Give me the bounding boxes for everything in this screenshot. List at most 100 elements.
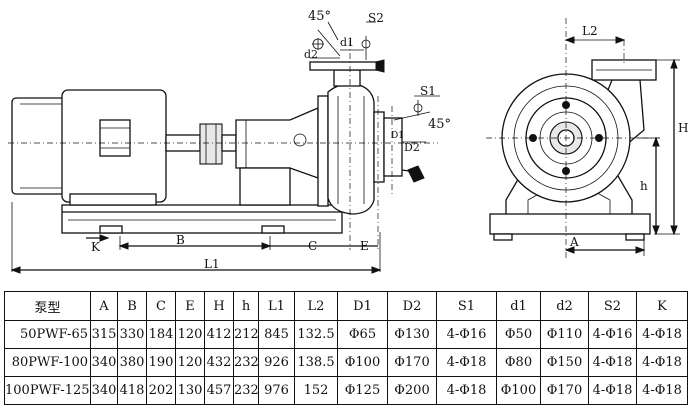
label-s1: S1 [420,84,436,98]
table-cell: 380 [117,348,147,377]
table-row: 50PWF-65 315 330 184 120 412 212 845 132… [4,320,688,349]
table-cell: 120 [175,348,205,377]
spec-table: 泵型 A B C E H h L1 L2 D1 D2 S1 d1 d2 S2 K… [4,291,688,405]
table-header-cell: H [204,291,234,321]
table-cell: 4-Φ18 [436,376,497,405]
table-cell: 50PWF-65 [4,320,91,349]
table-cell: 4-Φ18 [436,348,497,377]
label-L2: L2 [582,24,598,38]
table-cell: Φ65 [337,320,388,349]
table-header-cell: h [233,291,259,321]
table-cell: Φ100 [337,348,388,377]
table-cell: 340 [90,376,118,405]
label-d1: d1 [340,36,354,49]
table-cell: 926 [258,348,295,377]
outlet-flange [309,61,383,71]
table-cell: Φ125 [337,376,388,405]
table-header-cell: d2 [540,291,589,321]
table-cell: 845 [258,320,295,349]
table-row: 100PWF-125 340 418 202 130 457 232 976 1… [4,376,688,405]
table-cell: 315 [90,320,118,349]
table-header-row: 泵型 A B C E H h L1 L2 D1 D2 S1 d1 d2 S2 K [4,291,688,321]
table-header-cell: D2 [387,291,437,321]
table-header-cell: S1 [436,291,497,321]
label-B: B [176,233,185,247]
table-header-cell: A [90,291,118,321]
table-header-cell: L2 [294,291,338,321]
table-cell: 232 [233,376,259,405]
table-cell: Φ50 [496,320,541,349]
table-cell: Φ110 [540,320,589,349]
table-cell: 152 [294,376,338,405]
label-C: C [308,239,317,253]
label-angle-side: 45° [428,117,451,132]
table-cell: 4-Φ16 [436,320,497,349]
table-cell: Φ80 [496,348,541,377]
label-E: E [360,239,369,253]
table-cell: Φ200 [387,376,437,405]
label-angle-top: 45° [308,9,331,24]
table-header-cell: B [117,291,147,321]
table-row: 80PWF-100 340 380 190 120 432 232 926 13… [4,348,688,377]
table-header-cell: S2 [588,291,637,321]
table-header-cell: d1 [496,291,541,321]
base-foot-right [261,225,285,234]
label-H: H [678,121,688,135]
table-cell: 432 [204,348,234,377]
label-K: K [91,240,101,254]
table-header-cell: 泵型 [4,291,91,321]
table-cell: 976 [258,376,295,405]
pump-drawing: 45° S2 d1 d2 S1 45° D1 D2 K B C E L1 L2 … [8,9,688,274]
table-cell: Φ150 [540,348,589,377]
table-cell: Φ170 [540,376,589,405]
table-header-cell: E [175,291,205,321]
pump-volute [327,83,375,215]
table-cell: 4-Φ18 [636,348,688,377]
table-cell: 4-Φ16 [588,320,637,349]
table-cell: 132.5 [294,320,338,349]
end-base-foot-left [493,233,513,241]
table-header-cell: D1 [337,291,388,321]
table-header-cell: C [146,291,176,321]
outlet-neck [333,69,361,87]
table-cell: 120 [175,320,205,349]
table-cell: 80PWF-100 [4,348,91,377]
table-cell: 457 [204,376,234,405]
label-A: A [569,235,579,249]
label-D1: D1 [391,131,404,141]
table-cell: 4-Φ18 [636,320,688,349]
motor-feet [69,193,157,206]
label-L1: L1 [204,257,220,271]
table-cell: 184 [146,320,176,349]
drawing-labels: 45° S2 d1 d2 S1 45° D1 D2 K B C E L1 L2 … [91,9,688,271]
table-cell: 232 [233,348,259,377]
table-header-cell: L1 [258,291,295,321]
table-cell: 412 [204,320,234,349]
table-header-cell: K [636,291,688,321]
bearing-support [239,167,291,206]
table-cell: Φ100 [496,376,541,405]
inlet-cover [383,117,403,177]
table-cell: 4-Φ18 [588,376,637,405]
table-cell: 330 [117,320,147,349]
base-foot-left [99,225,123,234]
table-cell: 212 [233,320,259,349]
motor-terminal-box [99,119,131,157]
table-cell: 190 [146,348,176,377]
table-cell: 4-Φ18 [636,376,688,405]
end-view [486,18,680,258]
table-cell: 340 [90,348,118,377]
table-cell: 202 [146,376,176,405]
table-cell: 130 [175,376,205,405]
table-cell: 100PWF-125 [4,376,91,405]
coupling [199,123,223,165]
end-base [489,213,651,235]
label-h: h [640,179,648,193]
side-view [8,21,440,274]
table-cell: Φ130 [387,320,437,349]
table-cell: 138.5 [294,348,338,377]
table-cell: 418 [117,376,147,405]
label-d2: d2 [304,48,318,61]
inlet-flange [373,111,385,183]
table-cell: 4-Φ18 [588,348,637,377]
